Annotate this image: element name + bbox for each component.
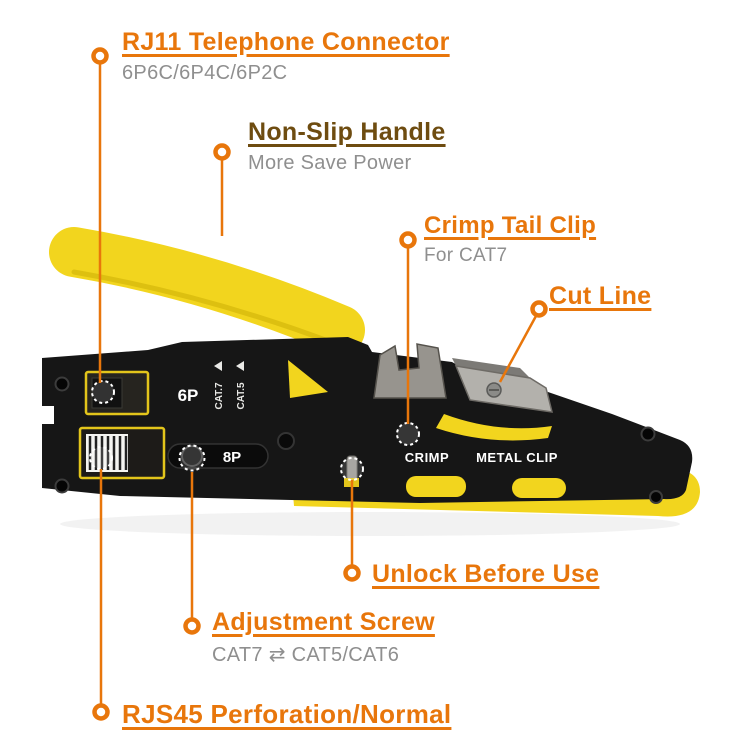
cat7-arrow-icon [214,361,222,371]
callout-rj11-subtitle-wrap: 6P6C/6P4C/6P2C [122,62,287,85]
callout-crimp-tail-subtitle-wrap: For CAT7 [424,245,507,267]
callout-adjustment-subtitle-wrap: CAT7 ⇄ CAT5/CAT6 [212,644,399,667]
leader-dot-crimp-tail [399,231,417,249]
cat5-arrow-icon [236,361,244,371]
upper-handle [49,227,365,355]
callout-rj11: RJ11 Telephone Connector [122,28,450,57]
callout-unlock: Unlock Before Use [372,560,599,589]
callout-adjustment-title: Adjustment Screw [212,608,435,636]
hex-screw [640,426,656,442]
callout-crimp-tail-subtitle: For CAT7 [424,245,508,266]
rj45-pin-teeth [88,436,128,470]
hex-screw [649,490,663,504]
callout-cut-line: Cut Line [549,282,651,311]
leader-dot-handle [213,143,231,161]
mid-yellow-sliver [436,414,552,441]
callout-handle: Non-Slip Handle [248,118,446,147]
target-marker-rj45 [89,446,113,470]
cat5-label: CAT.5 [236,382,247,409]
pivot-bolt [277,432,295,450]
yellow-button-right [512,478,566,498]
callout-crimp-tail-title: Crimp Tail Clip [424,212,597,239]
leader-dot-adjustment [183,617,201,635]
callout-rj11-subtitle: 6P6C/6P4C/6P2C [122,62,288,84]
target-marker-adjustment [178,444,206,472]
callout-handle-subtitle-wrap: More Save Power [248,152,411,175]
cutting-blade [454,365,553,413]
leader-dot-cut-line [530,300,548,318]
callout-unlock-title: Unlock Before Use [372,560,600,588]
crimp-label: CRIMP [405,450,449,465]
hex-screw [54,478,70,494]
leader-line-cut-line [498,315,538,383]
handle-junction-wedge [288,360,328,398]
crimp-jaw [373,343,447,399]
leader-dot-rj11 [91,47,109,65]
tool-shadow [60,512,680,536]
metal-clip-label: METAL CLIP [476,450,558,465]
head-notch [36,406,54,424]
callout-adjustment-subtitle: CAT7 ⇄ CAT5/CAT6 [212,644,400,666]
callout-rj45: RJS45 Perforation/Normal [122,699,452,730]
callout-rj11-title: RJ11 Telephone Connector [122,28,450,56]
callout-adjustment: Adjustment Screw [212,608,435,637]
callout-handle-title: Non-Slip Handle [248,118,446,146]
callout-crimp-tail: Crimp Tail Clip [424,212,596,240]
callout-cut-line-title: Cut Line [549,282,652,310]
six-p-label: 6P [178,386,199,405]
upper-handle-shading [71,269,339,347]
callout-handle-subtitle: More Save Power [248,152,412,174]
target-marker-unlock [340,457,364,481]
callout-rj45-title: RJS45 Perforation/Normal [122,699,452,729]
cat7-label: CAT.7 [214,382,225,409]
blade-upper-edge [452,358,530,378]
target-marker-rj11 [91,380,115,404]
hex-screws [54,376,663,504]
hex-screw [54,376,70,392]
target-marker-crimp-tail [396,422,420,446]
adjustment-knob [181,445,203,467]
leader-dot-rj45 [92,703,110,721]
eight-p-label: 8P [223,449,241,466]
leader-dot-unlock [343,564,361,582]
yellow-button-left [406,476,466,497]
